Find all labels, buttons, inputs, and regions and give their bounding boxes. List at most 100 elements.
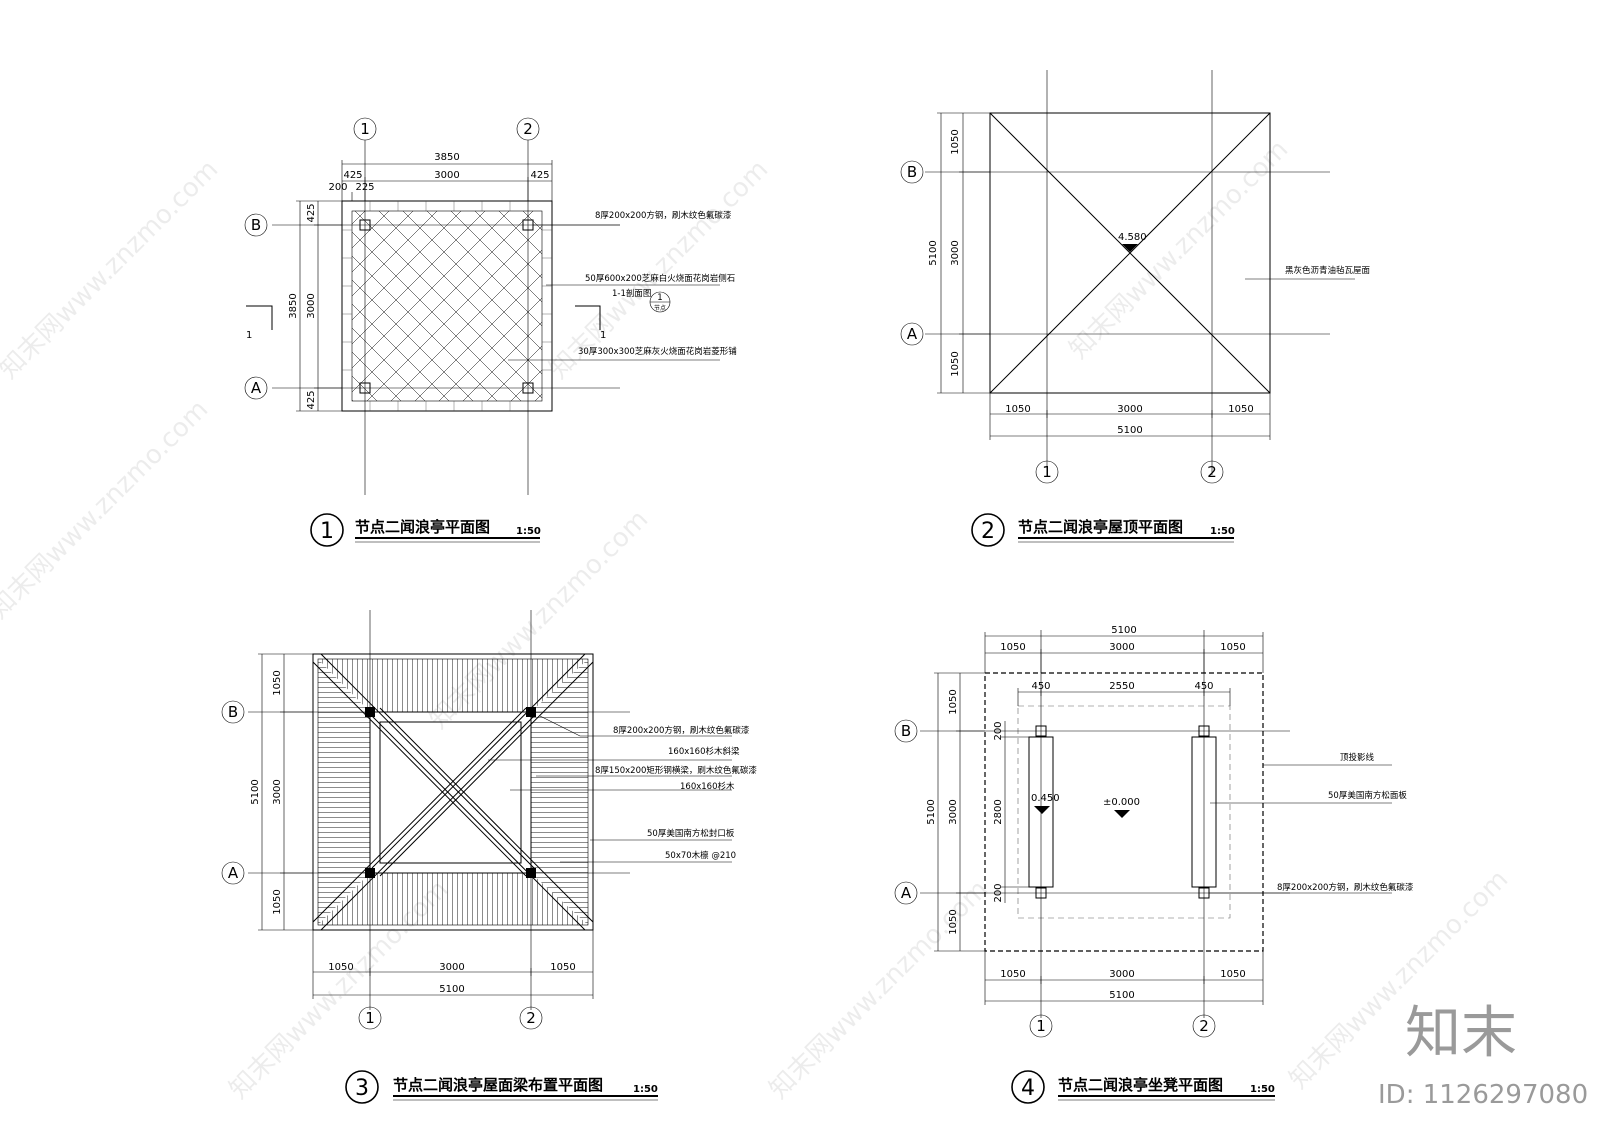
axis-label-a: A [901,884,912,902]
hip-beams [312,653,594,877]
purlin-hatch [531,659,588,925]
dim-text: 5100 [1111,625,1136,636]
dimension-top: 5100 1050 3000 1050 450 2550 450 [984,625,1264,706]
dim-text: 3000 [439,962,464,973]
drawing-scale: 1:50 [1250,1084,1275,1095]
dim-text: 200 [993,883,1004,902]
section-cut-mark: 1 1 [246,305,606,341]
dim-text: 3000 [306,293,317,318]
dim-text: 2550 [1109,681,1134,692]
dim-text: 3000 [434,170,459,181]
elevation-marker [1034,806,1050,814]
notes-leaders: 8厚200x200方钢，刷木纹色氟碳漆 50厚600x200芝麻白火烧面花岗岩侧… [508,210,737,361]
section-number: 1 [600,330,606,341]
drawing-number: 4 [1021,1076,1035,1101]
note-text: 8厚200x200方钢，刷木纹色氟碳漆 [613,725,750,736]
axis-label-b: B [228,703,238,721]
axis-grid-horizontal [925,171,1330,335]
note-text: 160x160杉木斜梁 [668,746,740,757]
dim-text: 3000 [1109,642,1134,653]
roof-outline [989,112,1271,394]
dim-text: 450 [1194,681,1213,692]
drawing-number: 3 [355,1076,369,1101]
dim-text: 1050 [328,962,353,973]
purlin-hatch [318,659,370,925]
axis-label-a: A [228,864,239,882]
callout-sheet: 节点 [654,304,666,312]
watermark-layer: 知末网www.znzmo.com 知末网www.znzmo.com 知末网www… [0,134,1514,1105]
drawing-1-plan: 1 2 B A 3850 3000 425 425 200 225 3850 3… [244,117,737,547]
note-text: 50厚美国南方松封口板 [647,828,735,839]
purlin-hatch [318,659,588,712]
axis-label-1: 1 [365,1009,375,1027]
dim-text: 3000 [1117,404,1142,415]
bench-seat [1028,736,1054,888]
seat-elevation: 0.450 [1031,793,1060,804]
section-number: 1 [246,330,252,341]
dim-text: 1050 [1005,404,1030,415]
dim-text: 3000 [950,240,961,265]
axis-bubble [244,213,268,237]
axis-label-1: 1 [1036,1017,1046,1035]
purlin-hatch [318,873,588,925]
dim-text: 200 [993,721,1004,740]
axis-label-a: A [251,379,262,397]
dim-text: 425 [306,203,317,222]
drawing-2-roof-plan: 4.580 黑灰色沥青油毡瓦屋面 B A 1 2 5100 3000 1050 … [900,70,1371,547]
drawing-title-4: 4 节点二闻浪亭坐凳平面图 1:50 [1011,1070,1275,1104]
dim-text: 1050 [1000,969,1025,980]
axis-grid-vertical [1046,70,1213,475]
steel-column [1198,725,1210,737]
drawing-title: 节点二闻浪亭坐凳平面图 [1058,1076,1223,1094]
notes-leaders: 顶投影线 50厚美国南方松面板 8厚200x200方钢，刷木纹色氟碳漆 [1209,752,1414,894]
dimension-top: 3850 3000 425 425 200 225 [328,152,553,201]
axis-label-b: B [907,163,917,181]
dim-text: 1050 [272,670,283,695]
ground-elevation: ±0.000 [1103,797,1140,808]
dim-text: 225 [355,182,374,193]
drawing-title: 节点二闻浪亭屋面梁布置平面图 [393,1076,603,1094]
dim-text: 3850 [434,152,459,163]
dim-text: 1050 [1220,969,1245,980]
brand-watermark: 知末 [1405,1001,1517,1066]
dim-text: 425 [343,170,362,181]
drawing-title-1: 1 节点二闻浪亭平面图 1:50 [310,513,541,547]
drawing-scale: 1:50 [516,526,541,537]
dim-text: 450 [1031,681,1050,692]
axis-label-2: 2 [526,1009,536,1027]
axis-grid-vertical [369,610,532,1010]
steel-column [1035,725,1047,737]
dim-text: 3000 [948,799,959,824]
kerb-stone-joints [342,201,552,411]
axis-label-1: 1 [360,120,370,138]
image-id: ID: 1126297080 [1378,1080,1588,1110]
steel-column [359,219,371,231]
drawing-scale: 1:50 [633,1084,658,1095]
axis-grid-horizontal [920,730,1290,894]
dim-text: 425 [530,170,549,181]
dimension-bottom: 1050 3000 1050 5100 [989,393,1271,440]
roof-frame-outline [312,653,594,931]
section-callout-label: 1-1剖面图 [612,288,651,299]
note-text: 50x70木檩 @210 [665,850,736,861]
paving-edge-line [1017,705,1231,919]
dim-text: 425 [306,390,317,409]
watermark-text: 知末网www.znzmo.com [1064,134,1295,365]
dimension-bottom: 1050 3000 1050 5100 [312,930,594,999]
note-text: 8厚200x200方钢，刷木纹色氟碳漆 [595,210,732,221]
axis-label-1: 1 [1042,463,1052,481]
dim-text: 5100 [926,799,937,824]
dim-text: 5100 [439,984,464,995]
notes-leaders: 8厚200x200方钢，刷木纹色氟碳漆 160x160杉木斜梁 8厚150x20… [488,715,757,863]
dim-text: 3000 [272,779,283,804]
dim-text: 5100 [250,779,261,804]
drawing-title-3: 3 节点二闻浪亭屋面梁布置平面图 1:50 [345,1070,658,1104]
drawing-title: 节点二闻浪亭屋顶平面图 [1018,518,1183,536]
dimension-left: 3850 3000 425 425 [288,200,342,412]
drawing-3-beam-layout: B A 1 2 8厚200x200方钢，刷木纹色氟碳漆 160x160杉木斜梁 … [221,610,757,1104]
axis-label-b: B [251,216,261,234]
steel-column [526,868,536,878]
diamond-paving-hatch [352,211,542,401]
paving-outline [341,200,553,412]
